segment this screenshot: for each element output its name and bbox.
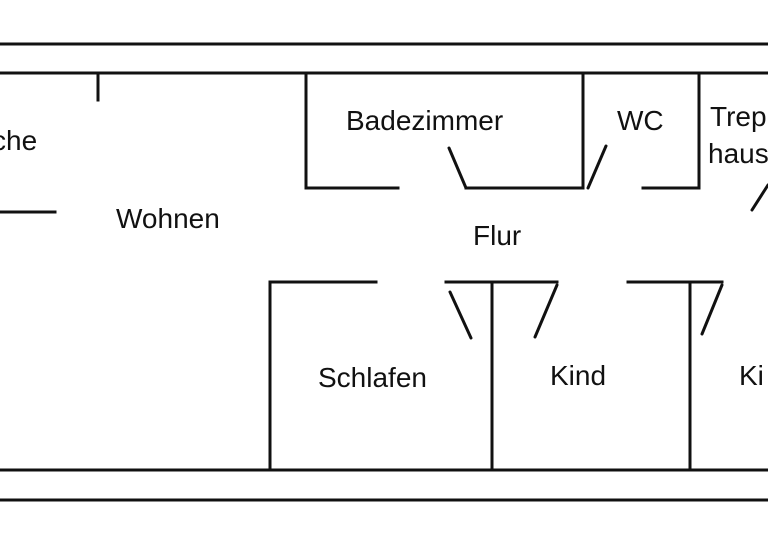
room-label-child-room: Kind bbox=[550, 360, 606, 391]
bedroom-door bbox=[448, 290, 473, 340]
room-label-hallway: Flur bbox=[473, 220, 521, 251]
room-label-living: Wohnen bbox=[116, 203, 220, 234]
room-label-bedroom: Schlafen bbox=[318, 362, 427, 393]
wc-door bbox=[586, 144, 608, 190]
stairwell-door bbox=[750, 183, 768, 212]
room-label-child-room-2: Ki bbox=[739, 360, 764, 391]
room-label-kitchen: che bbox=[0, 125, 37, 156]
child-room-door bbox=[533, 283, 559, 339]
room-label-stairwell-line2: haus bbox=[708, 138, 768, 169]
room-label-wc: WC bbox=[617, 105, 664, 136]
bathroom-door bbox=[447, 146, 468, 190]
room-label-bathroom: Badezimmer bbox=[346, 105, 503, 136]
child-room-2-door bbox=[700, 283, 724, 336]
room-label-stairwell-line1: Trep bbox=[710, 101, 767, 132]
